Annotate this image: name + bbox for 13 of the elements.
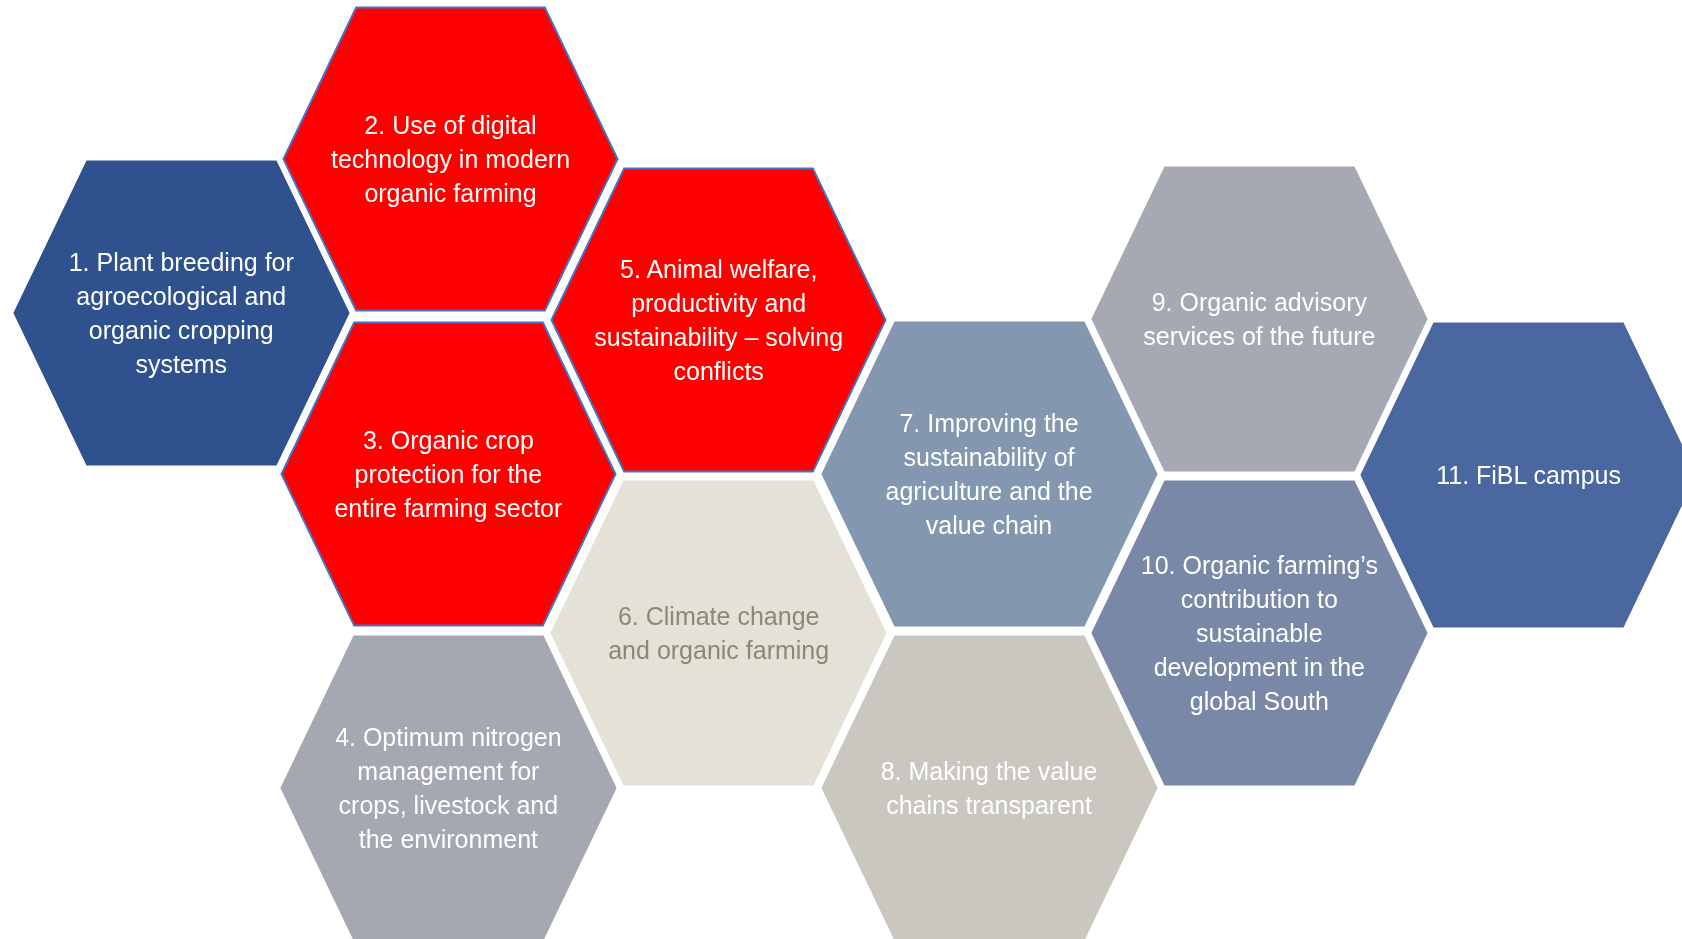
hexagon-tile <box>1090 165 1428 472</box>
hexagon-label: 11. FiBL campus <box>1436 460 1621 492</box>
hexagon-label: 10. Organic farming’s contribution to sustainable development in the global South <box>1139 549 1379 717</box>
hexagon-label: 4. Optimum nitrogen management for crops, livestock and the environment <box>334 722 563 856</box>
hexagon-label: 2. Use of digital technology in modern organic farming <box>330 109 572 209</box>
hexagon-label: 7. Improving the sustainability of agriculture and the value chain <box>884 408 1094 542</box>
hexagon-label: 6. Climate change and organic farming <box>607 600 831 666</box>
hexagon-tile <box>550 166 888 473</box>
hexagon-label: 9. Organic advisory services of the future <box>1142 286 1377 352</box>
hexagon-label: 3. Organic crop protection for the entire farming sector <box>333 425 564 525</box>
hexagon-label: 8. Making the value chains transparent <box>879 756 1099 822</box>
hexagon-label: 5. Animal welfare, productivity and sustainability – solving conflicts <box>593 253 844 387</box>
hexagon-label: 1. Plant breeding for agroecological and organic cropping systems <box>67 247 295 381</box>
